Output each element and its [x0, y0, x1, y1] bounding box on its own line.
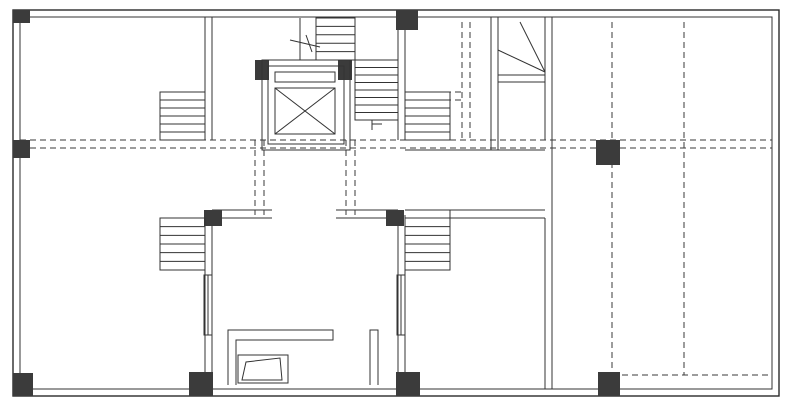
beam-lines [20, 22, 772, 389]
column [13, 10, 30, 23]
fixture-counter [227, 329, 379, 385]
column [13, 373, 33, 396]
stair-run [159, 217, 206, 271]
structural-columns [13, 10, 620, 396]
column [396, 372, 420, 396]
column [189, 372, 213, 396]
column [396, 10, 418, 30]
wall-windows [203, 274, 406, 336]
column [386, 210, 404, 226]
staircases [159, 17, 451, 271]
stair-run [315, 17, 356, 61]
stair-run [159, 91, 206, 141]
column [13, 140, 30, 158]
column [598, 372, 620, 396]
column [338, 60, 352, 80]
column [204, 210, 222, 226]
corner-stair [497, 21, 546, 73]
stair-run [404, 91, 451, 141]
central-stair [289, 18, 382, 130]
stair-run [404, 217, 451, 271]
column [596, 140, 620, 165]
stair-run [354, 59, 399, 121]
elevator-shaft [261, 59, 351, 151]
